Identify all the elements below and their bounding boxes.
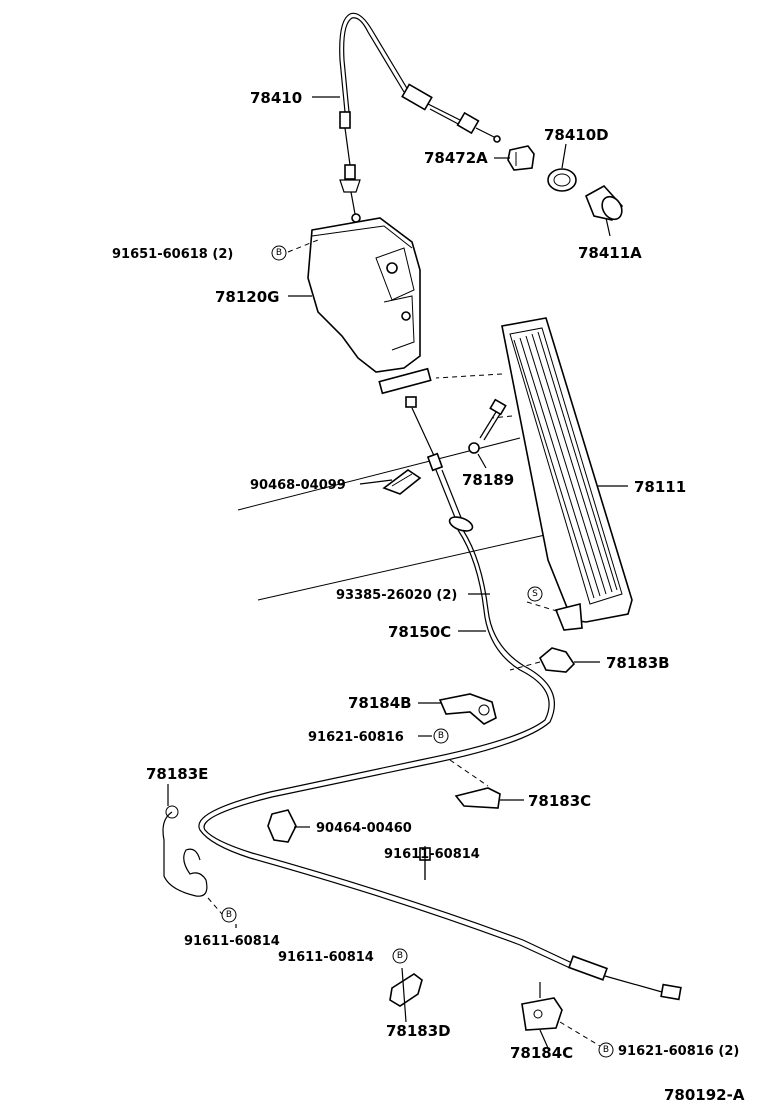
marker-b-3: B [221, 907, 237, 923]
bracket-78184B [438, 693, 497, 725]
clamp-78183B [509, 647, 576, 673]
label-78183D: 78183D [386, 1022, 451, 1040]
label-93385-26020: 93385-26020 (2) [336, 588, 457, 603]
marker-b-2: B [433, 728, 449, 744]
label-78411A: 78411A [578, 244, 642, 262]
bracket-78183D [389, 973, 423, 1007]
leader-lines [167, 96, 628, 1049]
label-78183C: 78183C [528, 792, 591, 810]
label-78184C: 78184C [510, 1044, 573, 1062]
ring-78410D [547, 168, 577, 192]
label-91611-60814-c: 91611-60814 [278, 950, 374, 965]
spring-78183E [162, 805, 208, 897]
label-78410: 78410 [250, 89, 302, 107]
clip-90468 [382, 469, 422, 495]
label-78150C: 78150C [388, 623, 451, 641]
pedal-78111 [435, 317, 633, 631]
bracket-78183C [449, 759, 501, 809]
label-78189: 78189 [462, 471, 514, 489]
upper-cable [339, 12, 501, 223]
marker-b-4: B [392, 948, 408, 964]
label-91651-60618: 91651-60618 (2) [112, 247, 233, 262]
label-91621-60816-b: 91621-60816 (2) [618, 1044, 739, 1059]
floor-lines [237, 437, 546, 601]
marker-s-1: S [527, 586, 543, 602]
cap-78411A [584, 184, 624, 221]
bracket-78184C [521, 982, 601, 1047]
label-90464-00460: 90464-00460 [316, 821, 412, 836]
svg-text:S: S [532, 589, 538, 599]
label-78183E: 78183E [146, 765, 208, 783]
label-90468-04099: 90468-04099 [250, 478, 346, 493]
label-91611-60814-b: 91611-60814 [184, 934, 280, 949]
figure-id: 780192-A [664, 1086, 745, 1104]
svg-text:B: B [276, 248, 282, 258]
clip-78472A [507, 145, 535, 171]
label-91621-60816-a: 91621-60816 [308, 730, 404, 745]
svg-text:B: B [603, 1045, 609, 1055]
label-78184B: 78184B [348, 694, 412, 712]
label-78183B: 78183B [606, 654, 670, 672]
label-91611-60814-a: 91611-60814 [384, 847, 480, 862]
label-78472A: 78472A [424, 149, 488, 167]
marker-b-1: B [271, 245, 287, 261]
clip-90464 [267, 809, 297, 843]
label-78120G: 78120G [215, 288, 280, 306]
label-78111: 78111 [634, 478, 686, 496]
bolt-78189 [468, 398, 507, 454]
svg-text:B: B [438, 731, 444, 741]
marker-b-5: B [598, 1042, 614, 1058]
bracket-78120G [307, 217, 432, 395]
svg-text:B: B [226, 910, 232, 920]
svg-text:B: B [397, 951, 403, 961]
label-78410D: 78410D [544, 126, 609, 144]
lower-cable [198, 396, 682, 1001]
